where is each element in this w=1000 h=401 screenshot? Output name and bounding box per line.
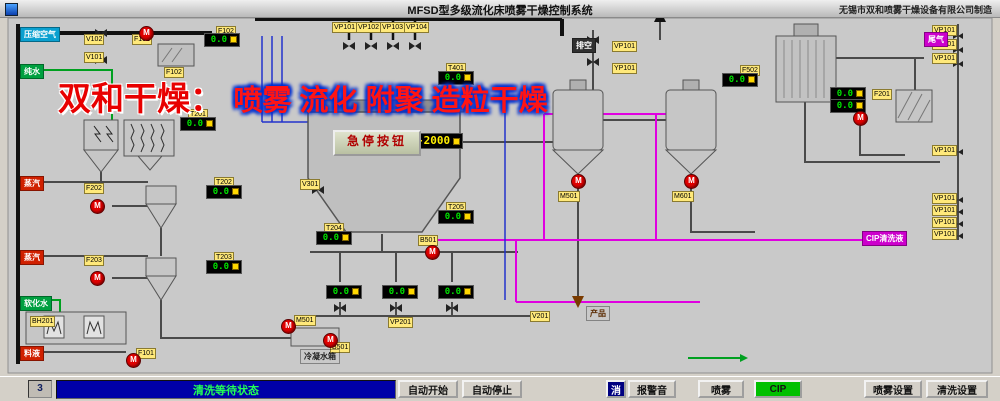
page-title: MFSD型多级流化床喷雾干燥控制系统 xyxy=(407,5,593,17)
pump-motor[interactable]: M xyxy=(684,174,699,189)
flow-label: 尾气 xyxy=(924,32,948,47)
value-display: 0.0 xyxy=(830,99,866,113)
instrument-tag: VP201 xyxy=(388,317,414,328)
value-display: 0.0 xyxy=(382,285,418,299)
instrument-tag: VP104 xyxy=(404,22,430,33)
emergency-stop-button[interactable]: 急停按钮 xyxy=(333,130,421,156)
instrument-tag: V201 xyxy=(530,311,551,322)
esp-cone xyxy=(82,149,120,173)
pump-motor[interactable]: M xyxy=(281,319,296,334)
instrument-tag: F202 xyxy=(84,183,104,194)
condenser xyxy=(775,35,837,103)
exhaust-filter xyxy=(895,89,933,123)
instrument-tag: VP101 xyxy=(932,193,958,204)
cip-button[interactable]: CIP xyxy=(754,380,802,398)
flow-label: CIP清洗液 xyxy=(862,231,908,246)
value-display: -2000 xyxy=(414,133,464,149)
flow-label: 软化水 xyxy=(20,296,52,311)
app-icon xyxy=(5,3,18,16)
green-arrowhead xyxy=(740,354,748,362)
cyclone-2-cone xyxy=(145,275,177,301)
instrument-tag: M501 xyxy=(558,191,580,202)
value-display: 0.0 xyxy=(316,231,352,245)
blue-pipes xyxy=(261,36,506,300)
instrument-tag: V301 xyxy=(300,179,321,190)
air-filter-f102 xyxy=(157,43,195,67)
flow-label: 产品 xyxy=(586,306,610,321)
instrument-tag: VP101 xyxy=(612,41,638,52)
auto-start-button[interactable]: 自动开始 xyxy=(398,380,458,398)
instrument-tag: VP101 xyxy=(932,145,958,156)
value-display: 0.0 xyxy=(722,73,758,87)
status-text: 清洗等待状态 xyxy=(193,385,259,397)
status-indicator: 3 xyxy=(28,380,52,398)
instrument-tag: YP101 xyxy=(612,63,638,74)
value-display: 0.0 xyxy=(180,117,216,131)
alarm-sound-button[interactable]: 报警音 xyxy=(628,380,676,398)
value-display: 0.0 xyxy=(438,71,474,85)
instrument-tag: V101 xyxy=(84,52,105,63)
esp-unit xyxy=(83,119,119,151)
flow-label: 排空 xyxy=(572,38,596,53)
pump-motor[interactable]: M xyxy=(90,199,105,214)
pump-motor[interactable]: M xyxy=(90,271,105,286)
value-display: 0.0 xyxy=(326,285,362,299)
condenser-tubes xyxy=(783,40,825,98)
filter-cone xyxy=(136,155,164,171)
instrument-tag: VP101 xyxy=(932,229,958,240)
title-bar: MFSD型多级流化床喷雾干燥控制系统 无锡市双和喷雾干燥设备有限公司制造 xyxy=(0,0,1000,18)
spray-settings-button[interactable]: 喷雾设置 xyxy=(864,380,922,398)
wash-settings-button[interactable]: 清洗设置 xyxy=(926,380,988,398)
pump-motor[interactable]: M xyxy=(571,174,586,189)
hatch-icon xyxy=(161,47,183,63)
manufacturer-label: 无锡市双和喷雾干燥设备有限公司制造 xyxy=(838,5,992,15)
instrument-tag: M601 xyxy=(672,191,694,202)
agitator-2 xyxy=(83,315,105,339)
auto-stop-button[interactable]: 自动停止 xyxy=(462,380,522,398)
spray-button[interactable]: 喷雾 xyxy=(698,380,744,398)
flow-label: 冷凝水箱 xyxy=(300,349,340,364)
instrument-tag: VP101 xyxy=(932,205,958,216)
pump-motor[interactable]: M xyxy=(139,26,154,41)
lightning-icon xyxy=(93,125,114,143)
flow-label: 纯水 xyxy=(20,64,44,79)
instrument-tag: F203 xyxy=(84,255,104,266)
status-bar: 3 清洗等待状态 自动开始自动停止 消报警音 喷雾 CIP 喷雾设置清洗设置 xyxy=(0,376,1000,401)
mixer-icon xyxy=(86,320,102,335)
instrument-tag: VP101 xyxy=(932,53,958,64)
value-display: 0.0 xyxy=(438,210,474,224)
instrument-tag: M501 xyxy=(294,315,316,326)
instrument-tag: F201 xyxy=(872,89,892,100)
value-display: 0.0 xyxy=(438,285,474,299)
filter-element-icon xyxy=(130,123,165,153)
product-arrow xyxy=(572,296,584,308)
flow-label: 料液 xyxy=(20,346,44,361)
status-banner: 清洗等待状态 xyxy=(56,380,396,399)
pump-motor[interactable]: M xyxy=(853,111,868,126)
flow-label: 压缩空气 xyxy=(20,27,60,42)
pump-motor[interactable]: M xyxy=(323,333,338,348)
value-display: 0.0 xyxy=(204,33,240,47)
pump-motor[interactable]: M xyxy=(126,353,141,368)
instrument-tag: BH201 xyxy=(30,316,56,327)
cyclone-1-cone xyxy=(145,203,177,229)
pump-motor[interactable]: M xyxy=(425,245,440,260)
mute-icon-button[interactable]: 消 xyxy=(606,380,626,398)
flow-label: 蒸汽 xyxy=(20,250,44,265)
instrument-tag: V102 xyxy=(84,34,105,45)
hatch-icon xyxy=(897,91,931,123)
instrument-tag: VP101 xyxy=(932,217,958,228)
flow-label: 蒸汽 xyxy=(20,176,44,191)
tank-b-cone xyxy=(664,149,718,175)
tank-a-cone xyxy=(551,149,605,175)
value-display: 0.0 xyxy=(206,260,242,274)
value-display: 0.0 xyxy=(206,185,242,199)
instrument-tag: F102 xyxy=(164,67,184,78)
